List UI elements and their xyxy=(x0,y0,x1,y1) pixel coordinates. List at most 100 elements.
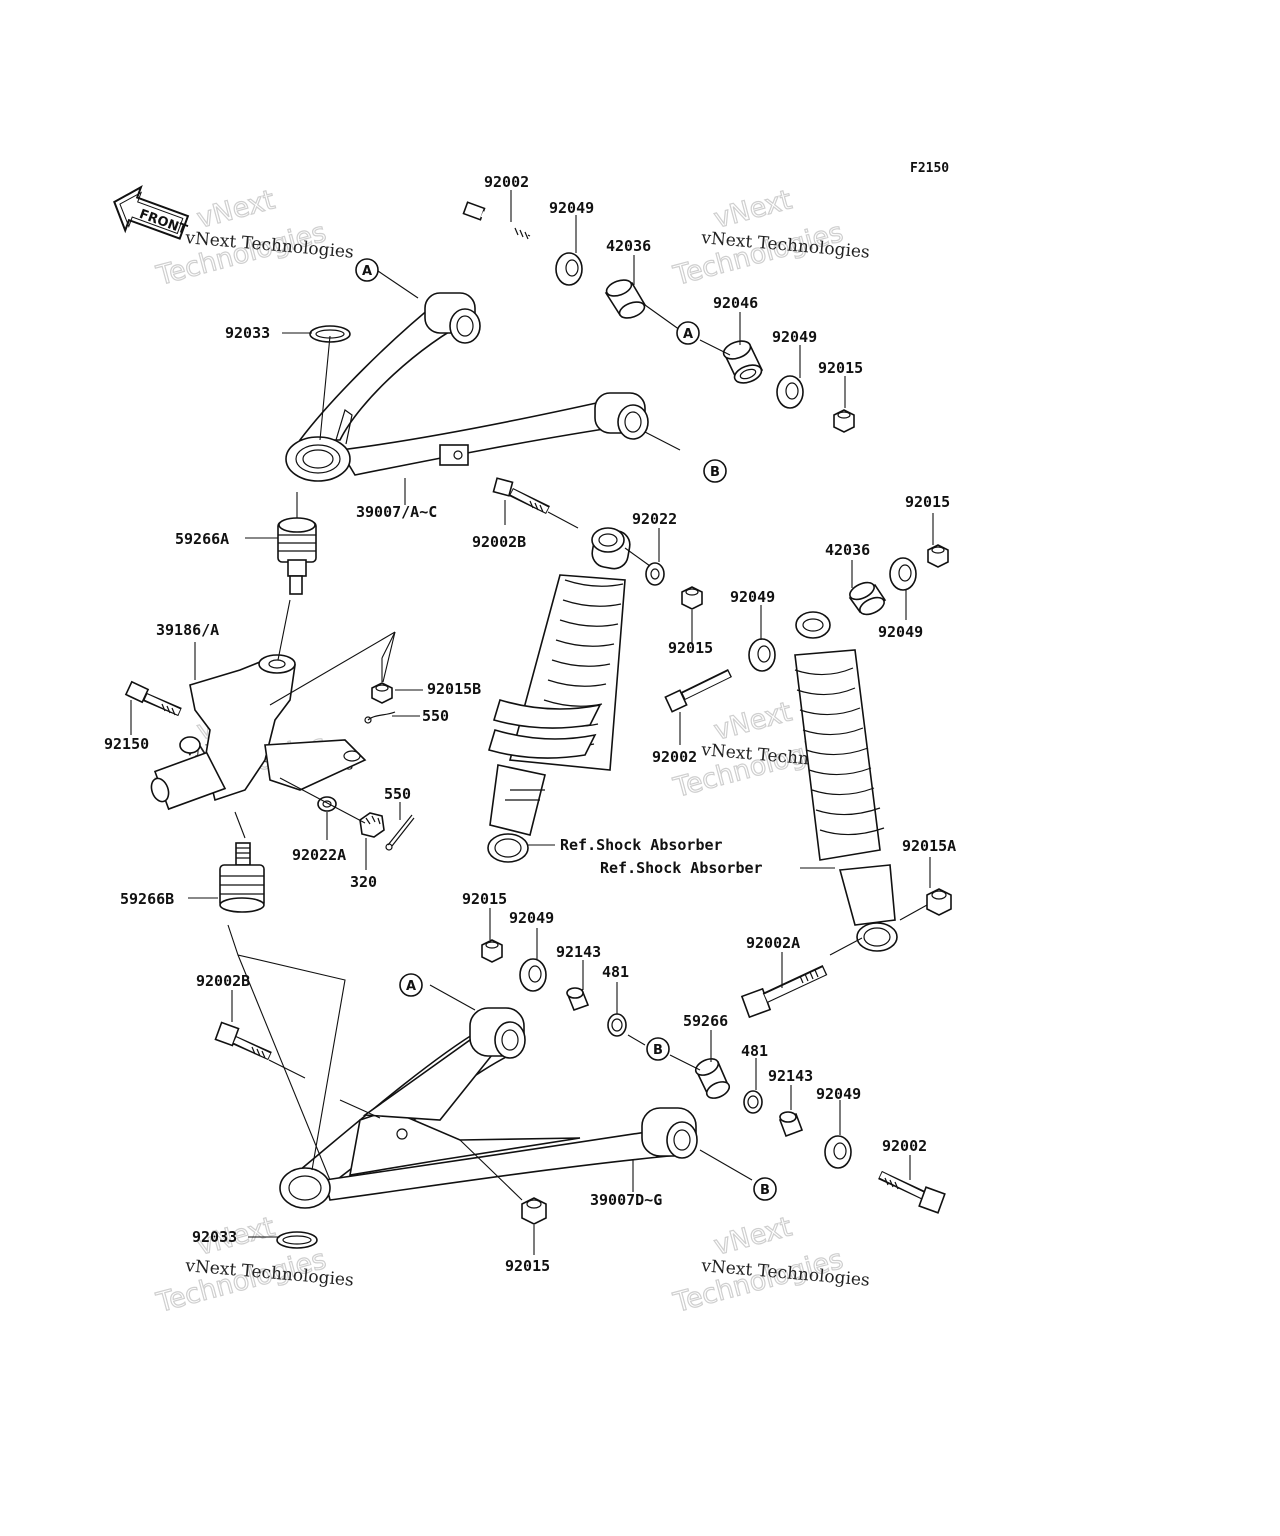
part-label: 59266B xyxy=(120,890,174,908)
circlip-481-left xyxy=(607,1013,627,1037)
figure-code: F2150 xyxy=(910,161,949,176)
circlip-92033-low xyxy=(276,1231,318,1249)
part-label: 92002B xyxy=(196,972,250,990)
callout-a-lower: A xyxy=(399,973,423,997)
callout-b-upper: B xyxy=(703,459,727,483)
part-label: 92049 xyxy=(772,328,817,346)
watermark-big-text: vNext xyxy=(194,184,278,234)
bolt-92002a xyxy=(740,965,828,1019)
bolt-92002b-low xyxy=(214,1021,272,1061)
part-label: 92033 xyxy=(192,1228,237,1246)
cotter-pin-550-top xyxy=(364,711,396,724)
part-label: Ref.Shock Absorber xyxy=(560,836,723,854)
part-label: 481 xyxy=(741,1042,768,1060)
part-label: 550 xyxy=(384,785,411,803)
nut-92015b xyxy=(371,682,393,704)
spacer-92143-left xyxy=(566,987,590,1012)
callout-a-upper-left: A xyxy=(355,258,379,282)
part-label: 92015 xyxy=(668,639,713,657)
part-label: 39007D~G xyxy=(590,1191,662,1209)
nut-92015-low-left xyxy=(481,939,503,963)
callout-letter: B xyxy=(653,1043,663,1058)
part-label: 92150 xyxy=(104,735,149,753)
part-label: 92015 xyxy=(462,890,507,908)
bushing-42036-right xyxy=(848,581,887,616)
callout-a-upper-mid: A xyxy=(676,321,700,345)
lower-a-arm xyxy=(279,1007,698,1209)
nut-92015-far-right xyxy=(927,544,949,568)
part-label: 92049 xyxy=(549,199,594,217)
callout-letter: B xyxy=(760,1183,770,1198)
washer-92049-top xyxy=(555,252,583,286)
callout-letter: A xyxy=(362,264,372,279)
washer-92049-far-right xyxy=(889,557,917,591)
bushing-42036-top xyxy=(604,279,647,319)
nut-92015-mid xyxy=(681,586,703,610)
part-label: 92022A xyxy=(292,846,346,864)
nut-92015a xyxy=(926,888,952,916)
watermark-top-left: vNext Technologies vNext Technologies xyxy=(152,184,354,293)
washer-92049-mid-right xyxy=(748,638,776,672)
part-label: 92015A xyxy=(902,837,956,855)
part-labels: 92002 92049 42036 92046 92049 92015 9203… xyxy=(104,173,956,1275)
leader-lines xyxy=(130,190,934,1255)
washer-92049-upper-right xyxy=(776,375,804,409)
ball-joint-59266b xyxy=(219,842,265,913)
part-label: 92049 xyxy=(878,623,923,641)
nut-92015-bottom xyxy=(521,1197,547,1225)
circlip-92033-top xyxy=(309,325,351,343)
part-label: 92049 xyxy=(730,588,775,606)
washer-92049-low-right xyxy=(824,1135,852,1169)
watermark-big-text: vNext xyxy=(711,184,795,234)
castle-nut-320 xyxy=(359,812,385,838)
part-label: 92002 xyxy=(484,173,529,191)
part-label: 59266A xyxy=(175,530,229,548)
part-label: 59266 xyxy=(683,1012,728,1030)
part-label: 92046 xyxy=(713,294,758,312)
spacer-92143-right xyxy=(778,1111,804,1138)
part-label: 481 xyxy=(602,963,629,981)
upper-a-arm xyxy=(285,292,649,482)
watermark-top-right: vNext Technologies vNext Technologies xyxy=(669,184,870,293)
part-label: 39186/A xyxy=(156,621,219,639)
part-label: 92022 xyxy=(632,510,677,528)
part-label: 42036 xyxy=(825,541,870,559)
circlip-481-right xyxy=(743,1090,763,1114)
cotter-pin-550-low xyxy=(385,814,415,851)
part-label: 92015 xyxy=(905,493,950,511)
part-label: 92002A xyxy=(746,934,800,952)
part-label: 92049 xyxy=(816,1085,861,1103)
callout-letter: A xyxy=(683,327,693,342)
front-arrow-icon: FRONT xyxy=(113,185,190,240)
part-label: Ref.Shock Absorber xyxy=(600,859,763,877)
callout-letter: B xyxy=(710,465,720,480)
shock-absorber-right xyxy=(794,611,898,952)
part-label: 92033 xyxy=(225,324,270,342)
bushing-92046 xyxy=(722,340,764,384)
part-label: 92015 xyxy=(505,1257,550,1275)
watermark-big-text: vNext xyxy=(711,696,795,746)
bushing-59266 xyxy=(694,1058,731,1099)
part-label: 42036 xyxy=(606,237,651,255)
callout-b-lower-mid: B xyxy=(646,1037,670,1061)
part-label: 92015 xyxy=(818,359,863,377)
part-label: 92143 xyxy=(768,1067,813,1085)
part-label: 92049 xyxy=(509,909,554,927)
part-label: 320 xyxy=(350,873,377,891)
part-label: 550 xyxy=(422,707,449,725)
watermark-bottom-right: vNext Technologies vNext Technologies xyxy=(669,1211,870,1320)
bolt-92002b-mid xyxy=(492,477,550,515)
callout-b-lower-right: B xyxy=(753,1177,777,1201)
nut-92015-upper-right xyxy=(833,409,855,433)
watermark-big-text: vNext xyxy=(711,1211,795,1261)
watermark-bottom-left: vNext Technologies vNext Technologies xyxy=(152,1211,354,1320)
bolt-92002-low xyxy=(878,1170,946,1214)
part-label: 92002 xyxy=(652,748,697,766)
part-label: 92002B xyxy=(472,533,526,551)
washer-92022 xyxy=(645,562,665,586)
bolt-92002-mid xyxy=(664,668,732,713)
washer-92049-low-left xyxy=(519,958,547,992)
bolt-92002-top xyxy=(462,201,531,240)
steering-knuckle-39186 xyxy=(150,654,367,811)
